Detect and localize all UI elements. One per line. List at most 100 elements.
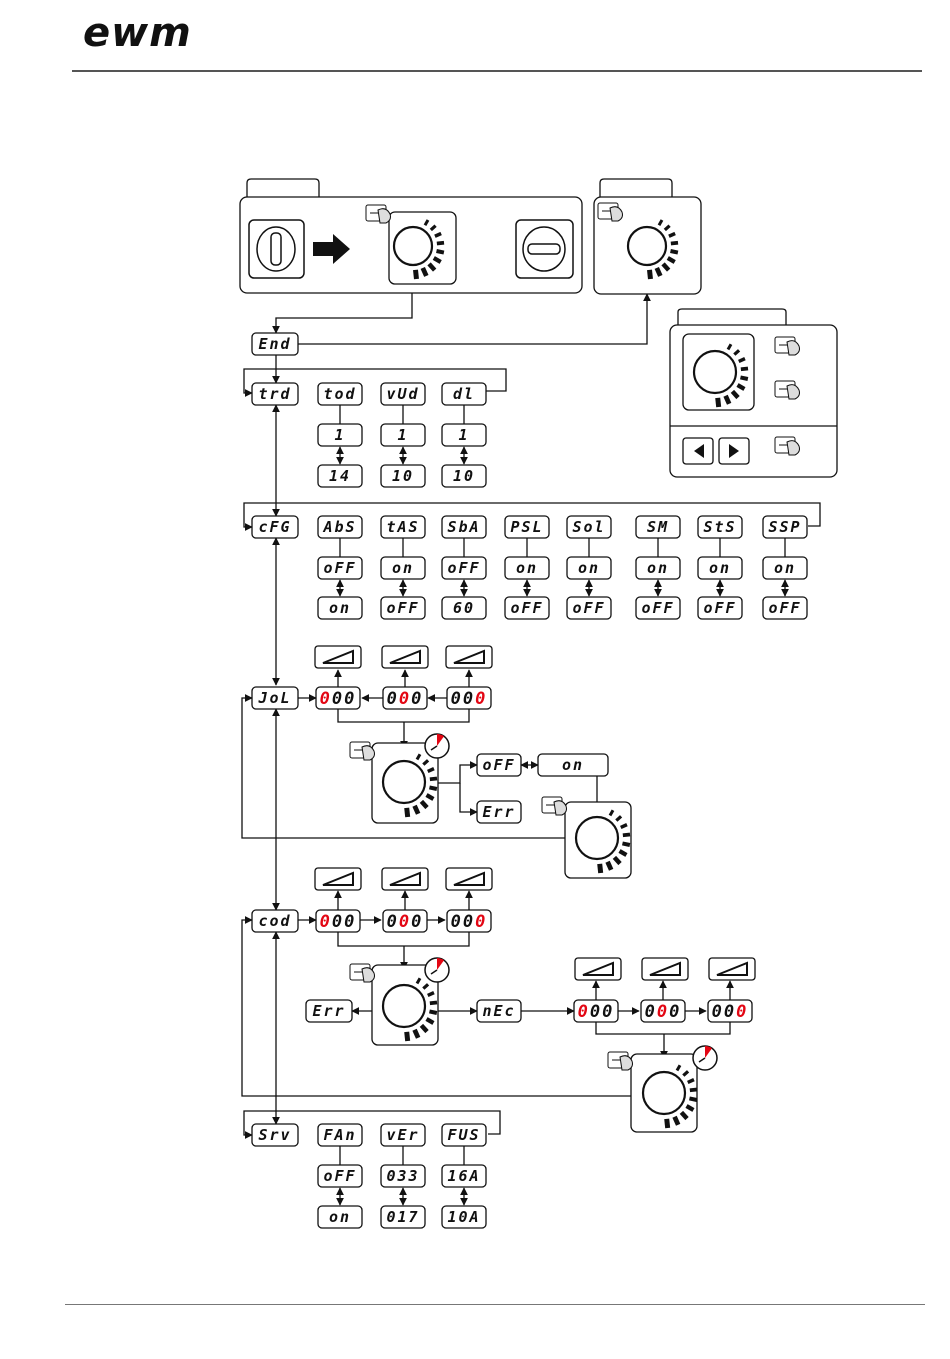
svg-text:033: 033 <box>386 1167 419 1185</box>
svg-text:1: 1 <box>458 426 469 444</box>
trd-dl-value2: 10 <box>442 465 486 487</box>
svg-text:on: on <box>392 559 414 577</box>
cfg-SM: SM <box>636 516 680 538</box>
svg-text:on: on <box>562 756 584 774</box>
jol-digit-field-3: 000 <box>447 687 491 709</box>
cfg-SSP-value1: on <box>763 557 807 579</box>
svg-text:000: 000 <box>451 912 488 932</box>
cfg-SbA-value2: 60 <box>442 597 486 619</box>
svg-text:trd: trd <box>258 385 291 403</box>
trd-vUd-value2: 10 <box>381 465 425 487</box>
cfg-SbA-value1: oFF <box>442 557 486 579</box>
cod-digit-field-2: 000 <box>383 910 427 932</box>
svg-text:1: 1 <box>397 426 408 444</box>
svg-text:000: 000 <box>645 1002 682 1022</box>
srv-FAn-value2: on <box>318 1206 362 1228</box>
trd-vUd-value1: 1 <box>381 424 425 446</box>
svg-text:oFF: oFF <box>703 599 736 617</box>
trd-vUd: vUd <box>381 383 425 405</box>
svg-text:14: 14 <box>329 467 351 485</box>
cfg-tAS: tAS <box>381 516 425 538</box>
jol-on: on <box>538 754 608 776</box>
svg-text:Sol: Sol <box>572 518 605 536</box>
svg-text:017: 017 <box>386 1208 419 1226</box>
cod-nec: nEc <box>477 1000 521 1022</box>
svg-text:oFF: oFF <box>323 559 356 577</box>
svg-text:on: on <box>647 559 669 577</box>
ramp-icon <box>315 868 361 890</box>
menu-jol: JoL <box>252 687 298 709</box>
svg-text:000: 000 <box>320 689 357 709</box>
menu-cfg: cFG <box>252 516 298 538</box>
srv-FUS-value1: 16A <box>442 1165 486 1187</box>
svg-text:FAn: FAn <box>323 1126 356 1144</box>
srv-vEr-value2: 017 <box>381 1206 425 1228</box>
ramp-icon <box>315 646 361 668</box>
svg-text:FUS: FUS <box>447 1126 480 1144</box>
cod-digit-field-3: 000 <box>447 910 491 932</box>
timer-icon <box>693 1046 717 1070</box>
svg-text:tAS: tAS <box>386 518 419 536</box>
svg-text:on: on <box>516 559 538 577</box>
ramp-icon <box>642 958 688 980</box>
svg-text:cod: cod <box>258 912 291 930</box>
ramp-icon <box>446 646 492 668</box>
cod-err: Err <box>306 1000 352 1022</box>
svg-text:PSL: PSL <box>510 518 543 536</box>
svg-text:Err: Err <box>482 803 515 821</box>
cfg-StS: StS <box>698 516 742 538</box>
cfg-Sol-value1: on <box>567 557 611 579</box>
svg-text:dl: dl <box>453 385 475 403</box>
push-button-icon <box>350 964 375 982</box>
srv-FAn-value1: oFF <box>318 1165 362 1187</box>
svg-text:SbA: SbA <box>447 518 480 536</box>
svg-text:on: on <box>774 559 796 577</box>
svg-text:000: 000 <box>712 1002 749 1022</box>
ramp-icon <box>382 868 428 890</box>
svg-text:000: 000 <box>387 912 424 932</box>
cfg-StS-value2: oFF <box>698 597 742 619</box>
srv-FUS-value2: 10A <box>442 1206 486 1228</box>
svg-text:oFF: oFF <box>768 599 801 617</box>
cfg-PSL-value2: oFF <box>505 597 549 619</box>
ramp-icon <box>575 958 621 980</box>
trd-tod-value1: 1 <box>318 424 362 446</box>
jol-digit-field-1: 000 <box>316 687 360 709</box>
svg-text:vUd: vUd <box>386 385 419 403</box>
cfg-SM-value2: oFF <box>636 597 680 619</box>
cfg-Sol: Sol <box>567 516 611 538</box>
svg-text:oFF: oFF <box>386 599 419 617</box>
ramp-icon <box>709 958 755 980</box>
timer-icon <box>425 958 449 982</box>
svg-text:60: 60 <box>453 599 475 617</box>
svg-text:10: 10 <box>392 467 414 485</box>
jol-err: Err <box>477 801 521 823</box>
panel-tab <box>247 179 319 197</box>
svg-text:oFF: oFF <box>323 1167 356 1185</box>
svg-text:oFF: oFF <box>510 599 543 617</box>
svg-text:000: 000 <box>320 912 357 932</box>
svg-text:000: 000 <box>387 689 424 709</box>
cfg-SM-value1: on <box>636 557 680 579</box>
cfg-tAS-value1: on <box>381 557 425 579</box>
svg-text:on: on <box>329 1208 351 1226</box>
cfg-SbA: SbA <box>442 516 486 538</box>
menu-end: End <box>252 333 298 355</box>
svg-text:on: on <box>329 599 351 617</box>
cfg-PSL: PSL <box>505 516 549 538</box>
cfg-tAS-value2: oFF <box>381 597 425 619</box>
push-button-icon <box>542 797 567 815</box>
cod-new-digit-field-1: 000 <box>574 1000 618 1022</box>
cfg-StS-value1: on <box>698 557 742 579</box>
svg-text:on: on <box>709 559 731 577</box>
trd-dl: dl <box>442 383 486 405</box>
cfg-AbS-value2: on <box>318 597 362 619</box>
jol-off: oFF <box>477 754 521 776</box>
srv-FUS: FUS <box>442 1124 486 1146</box>
svg-text:000: 000 <box>578 1002 615 1022</box>
svg-text:JoL: JoL <box>257 689 291 707</box>
trd-tod: tod <box>318 383 362 405</box>
svg-text:oFF: oFF <box>572 599 605 617</box>
ramp-icon <box>382 646 428 668</box>
